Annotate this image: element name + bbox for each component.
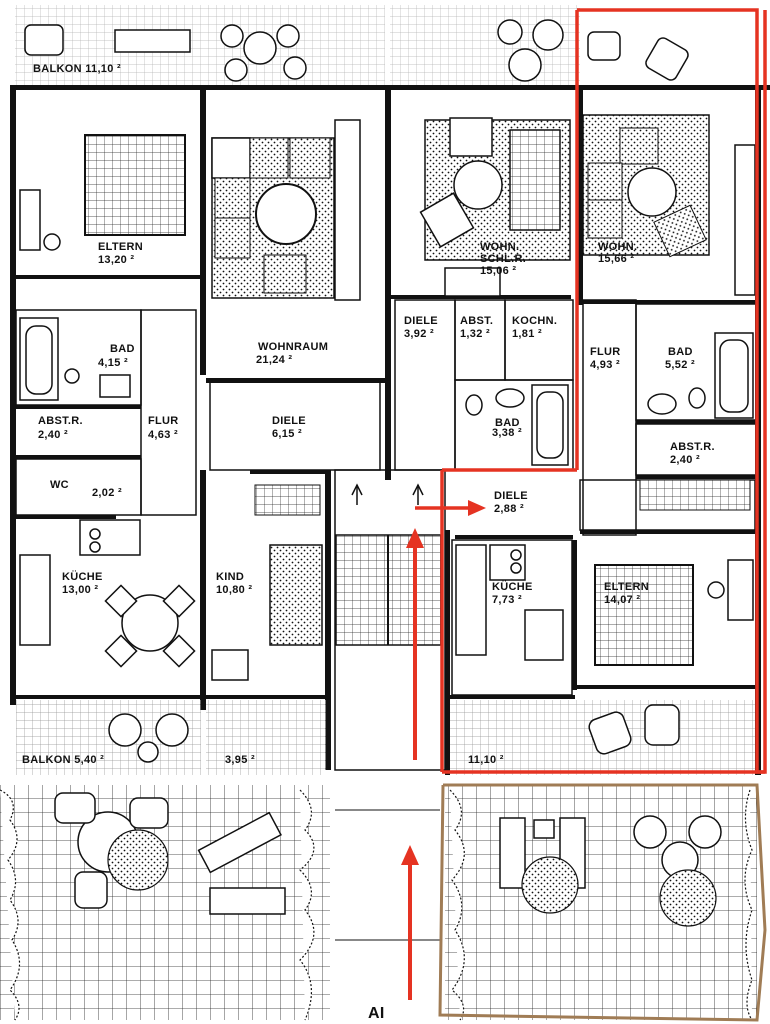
svg-text:KIND: KIND xyxy=(216,571,244,583)
highlight-frame-red xyxy=(440,8,767,774)
svg-text:2,40 ²: 2,40 ² xyxy=(670,454,700,466)
svg-text:7,73 ²: 7,73 ² xyxy=(492,594,522,606)
svg-text:DIELE: DIELE xyxy=(272,415,306,427)
svg-text:DIELE: DIELE xyxy=(494,490,528,502)
svg-text:BAD: BAD xyxy=(668,346,693,358)
entrance-arrows xyxy=(401,500,486,1000)
svg-text:FLUR: FLUR xyxy=(148,415,179,427)
svg-text:4,15 ²: 4,15 ² xyxy=(98,357,128,369)
svg-text:2,40 ²: 2,40 ² xyxy=(38,429,68,441)
svg-text:KOCHN.: KOCHN. xyxy=(512,315,557,327)
svg-text:13,00 ²: 13,00 ² xyxy=(62,584,98,596)
balcony-furniture xyxy=(108,704,680,763)
svg-text:WOHN.: WOHN. xyxy=(480,241,519,253)
garden xyxy=(0,785,757,1021)
svg-text:KÜCHE: KÜCHE xyxy=(492,580,533,593)
svg-text:3,38 ²: 3,38 ² xyxy=(492,427,522,439)
svg-text:SCHL.R.: SCHL.R. xyxy=(480,253,526,265)
bathrooms xyxy=(19,317,754,466)
svg-text:ELTERN: ELTERN xyxy=(604,581,649,593)
living-room-furniture xyxy=(211,119,361,301)
label-wohnraum: WOHNRAUM xyxy=(258,341,328,353)
svg-text:WOHN.: WOHN. xyxy=(598,241,637,253)
svg-text:ABST.: ABST. xyxy=(460,315,493,327)
svg-text:10,80 ²: 10,80 ² xyxy=(216,584,252,596)
svg-text:ABST.R.: ABST.R. xyxy=(38,415,83,427)
svg-text:13,20 ²: 13,20 ² xyxy=(98,254,134,266)
kitchen-mid-furniture xyxy=(455,544,564,661)
staircase xyxy=(335,534,442,646)
svg-text:11,10 ²: 11,10 ² xyxy=(468,754,504,766)
kind-furniture xyxy=(211,484,323,681)
svg-text:3,95 ²: 3,95 ² xyxy=(225,754,255,766)
svg-text:ABST.R.: ABST.R. xyxy=(670,441,715,453)
svg-text:21,24 ²: 21,24 ² xyxy=(256,354,292,366)
entrance-label: AI xyxy=(368,1005,385,1022)
svg-text:4,93 ²: 4,93 ² xyxy=(590,359,620,371)
svg-text:FLUR: FLUR xyxy=(590,346,621,358)
svg-text:15,66 ²: 15,66 ² xyxy=(598,253,634,265)
svg-text:2,02 ²: 2,02 ² xyxy=(92,487,122,499)
svg-text:6,15 ²: 6,15 ² xyxy=(272,428,302,440)
svg-text:4,63 ²: 4,63 ² xyxy=(148,429,178,441)
room-labels: BALKON 11,10 ² ELTERN 13,20 ² WOHNRAUM 2… xyxy=(22,63,715,1022)
right-living-furniture xyxy=(582,114,756,296)
bed-eltern-left xyxy=(19,134,186,251)
svg-text:2,88 ²: 2,88 ² xyxy=(494,503,524,515)
kitchen-left-furniture xyxy=(19,519,196,668)
svg-text:1,32 ²: 1,32 ² xyxy=(460,328,490,340)
svg-text:BAD: BAD xyxy=(495,417,520,429)
svg-text:DIELE: DIELE xyxy=(404,315,438,327)
balcony-top-floor xyxy=(15,5,385,85)
bed-eltern-right xyxy=(594,479,754,666)
svg-text:14,07 ²: 14,07 ² xyxy=(604,594,640,606)
stair-arrows xyxy=(351,483,424,505)
svg-text:5,52 ²: 5,52 ² xyxy=(665,359,695,371)
svg-text:15,06 ²: 15,06 ² xyxy=(480,265,516,277)
svg-text:BAD: BAD xyxy=(110,343,135,355)
svg-text:1,81 ²: 1,81 ² xyxy=(512,328,542,340)
svg-text:KÜCHE: KÜCHE xyxy=(62,570,103,583)
svg-text:BALKON 5,40 ²: BALKON 5,40 ² xyxy=(22,754,104,766)
svg-text:WC: WC xyxy=(50,479,69,491)
garden-frame-brown xyxy=(438,783,767,1022)
top-balcony-furniture xyxy=(24,19,689,82)
svg-text:BALKON 11,10 ²: BALKON 11,10 ² xyxy=(33,63,121,75)
label-eltern-left: ELTERN xyxy=(98,241,143,253)
svg-text:3,92 ²: 3,92 ² xyxy=(404,328,434,340)
mid-living-furniture xyxy=(419,117,571,297)
